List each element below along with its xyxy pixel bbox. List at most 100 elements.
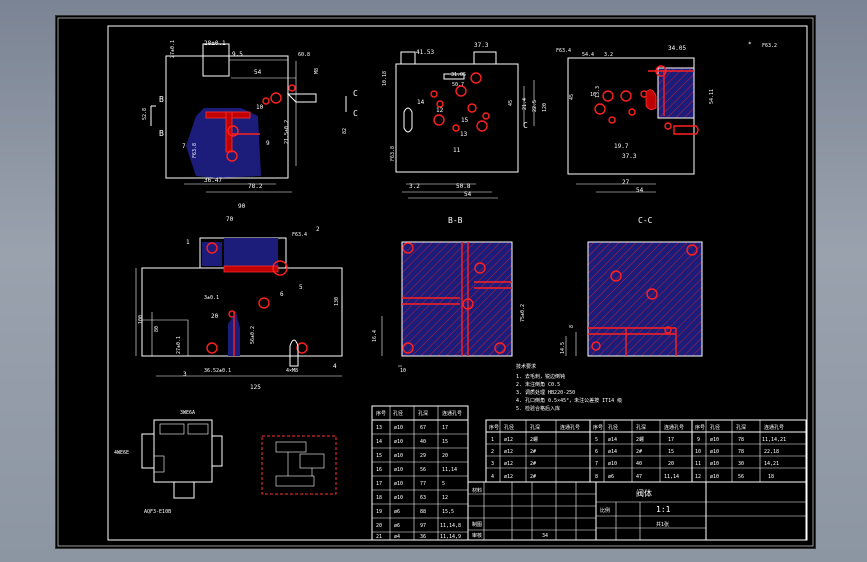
svg-text:序号: 序号 (376, 410, 386, 417)
svg-text:63: 63 (420, 495, 426, 501)
svg-text:31.05: 31.05 (451, 72, 466, 78)
view-top-right (567, 57, 699, 193)
svg-text:C: C (523, 121, 528, 130)
svg-text:47: 47 (636, 474, 642, 480)
svg-text:3: 3 (183, 371, 187, 378)
svg-text:12: 12 (436, 107, 444, 114)
svg-text:1. 去毛刺，锐边倒钝: 1. 去毛刺，锐边倒钝 (516, 373, 565, 380)
svg-text:9.5: 9.5 (232, 51, 243, 58)
svg-text:ø12: ø12 (504, 449, 513, 455)
svg-text:52.8: 52.8 (142, 108, 148, 120)
svg-text:孔径: 孔径 (608, 424, 618, 431)
svg-text:22,18: 22,18 (764, 449, 779, 455)
svg-text:F63.4: F63.4 (292, 232, 307, 238)
svg-text:M8: M8 (314, 68, 320, 74)
svg-text:12: 12 (442, 495, 448, 501)
svg-text:54: 54 (254, 69, 262, 76)
svg-text:连通孔号: 连通孔号 (442, 410, 462, 417)
svg-text:54: 54 (636, 187, 644, 194)
svg-text:3.2: 3.2 (604, 52, 613, 58)
svg-text:10: 10 (695, 449, 701, 455)
hole-table-right: 序号 孔径 孔深 连通孔号 序号 孔径 孔深 连通孔号 序号 孔径 孔深 连通孔… (485, 419, 807, 483)
title-block: 阀体 比例 1:1 共1张 34 材料 制图 审核 (467, 481, 807, 541)
svg-text:60.8: 60.8 (298, 52, 310, 58)
section-c-c: C-C 8 14.5 (560, 216, 703, 357)
svg-text:7: 7 (595, 461, 598, 467)
svg-text:97: 97 (420, 523, 426, 529)
svg-text:比例: 比例 (600, 507, 610, 514)
svg-text:50.8: 50.8 (456, 183, 471, 190)
svg-text:孔径: 孔径 (504, 424, 514, 431)
svg-text:C-C: C-C (638, 216, 653, 225)
svg-text:10.18: 10.18 (382, 71, 388, 86)
svg-text:4: 4 (491, 474, 494, 480)
svg-text:审核: 审核 (472, 532, 482, 539)
svg-text:20: 20 (211, 313, 219, 320)
svg-text:2#: 2# (530, 461, 536, 467)
svg-text:19: 19 (376, 509, 382, 515)
svg-text:40: 40 (636, 461, 642, 467)
svg-text:37.3: 37.3 (622, 153, 637, 160)
svg-text:14: 14 (417, 99, 425, 106)
svg-text:9: 9 (697, 437, 700, 443)
svg-text:54: 54 (464, 191, 472, 198)
svg-text:2: 2 (491, 449, 494, 455)
svg-text:5: 5 (595, 437, 598, 443)
svg-text:100: 100 (138, 315, 144, 324)
svg-text:孔深: 孔深 (418, 410, 428, 417)
svg-text:67: 67 (420, 425, 426, 431)
svg-text:9: 9 (266, 140, 270, 147)
svg-text:15,5: 15,5 (442, 509, 454, 515)
svg-text:8: 8 (569, 325, 575, 328)
svg-text:5. 检验合格后入库: 5. 检验合格后入库 (516, 405, 560, 412)
view-top-right-labels: 54.4 3.2 34.05 45 16 13.3 54.11 19.7 37.… (556, 41, 777, 194)
svg-text:15: 15 (442, 439, 448, 445)
svg-text:孔径: 孔径 (393, 410, 403, 417)
svg-text:ø6: ø6 (608, 474, 614, 480)
svg-text:11: 11 (453, 147, 461, 154)
cad-drawing-canvas[interactable]: 28±0.1 9.5 54 27±0.1 M8 52.8 10 9 7 21.5… (56, 16, 815, 548)
section-b-b: B-B 16.4 10 75±0.2 (372, 216, 526, 374)
svg-text:ø12: ø12 (504, 437, 513, 443)
svg-text:5: 5 (442, 481, 445, 487)
svg-text:B: B (159, 95, 164, 104)
svg-text:3WE6A: 3WE6A (180, 410, 195, 416)
svg-text:11,14: 11,14 (664, 474, 679, 480)
svg-text:2#: 2# (636, 449, 642, 455)
svg-text:ø10: ø10 (394, 481, 403, 487)
svg-text:17: 17 (668, 437, 674, 443)
svg-text:17: 17 (442, 425, 448, 431)
svg-text:120: 120 (542, 103, 548, 112)
svg-text:11,14,8: 11,14,8 (440, 523, 461, 529)
svg-text:45: 45 (508, 100, 514, 106)
svg-text:序号: 序号 (489, 424, 499, 431)
svg-text:F63.8: F63.8 (390, 146, 396, 161)
svg-text:8: 8 (595, 474, 598, 480)
svg-text:20: 20 (442, 453, 448, 459)
svg-text:56: 56 (420, 467, 426, 473)
svg-text:ø10: ø10 (394, 495, 403, 501)
svg-text:15: 15 (668, 449, 674, 455)
svg-text:21.5±0.2: 21.5±0.2 (284, 120, 290, 144)
hydraulic-schematic (261, 435, 337, 495)
svg-text:16: 16 (376, 467, 382, 473)
svg-text:材料: 材料 (472, 487, 482, 494)
svg-text:7: 7 (182, 143, 186, 150)
svg-text:45: 45 (569, 94, 575, 100)
svg-text:28±0.1: 28±0.1 (204, 40, 226, 47)
svg-text:78: 78 (738, 437, 744, 443)
view-top-middle-labels: 37.3 41.53 31.05 50.7 10.18 14 12 15 13 … (382, 42, 548, 198)
svg-text:2螺: 2螺 (636, 436, 644, 443)
svg-text:10: 10 (256, 104, 264, 111)
svg-text:ø14: ø14 (608, 437, 617, 443)
svg-text:序号: 序号 (695, 424, 705, 431)
svg-text:41.53: 41.53 (416, 49, 434, 56)
svg-text:13: 13 (376, 425, 382, 431)
svg-text:F63.4: F63.4 (556, 48, 571, 54)
svg-text:B-B: B-B (448, 216, 463, 225)
svg-text:*: * (748, 41, 752, 48)
